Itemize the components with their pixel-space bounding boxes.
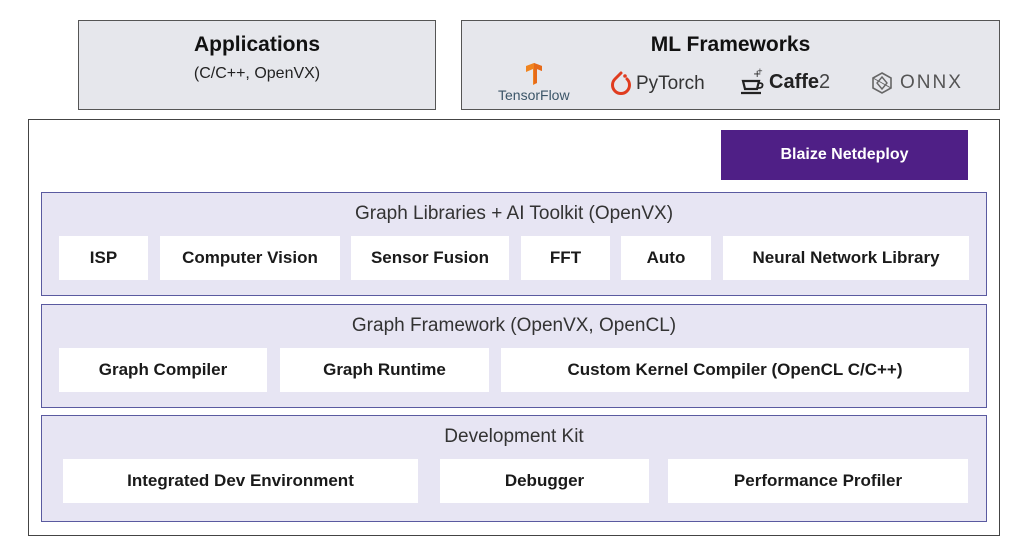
tensorflow-logo: TensorFlow <box>498 63 570 103</box>
graph-framework-layer: Graph Framework (OpenVX, OpenCL) Graph C… <box>41 304 987 408</box>
fft-box: FFT <box>521 236 610 280</box>
graph-libraries-layer: Graph Libraries + AI Toolkit (OpenVX) IS… <box>41 192 987 296</box>
onnx-logo: ONNX <box>870 71 963 95</box>
caffe2-label-bold: Caffe <box>769 70 820 93</box>
graph-framework-title: Graph Framework (OpenVX, OpenCL) <box>351 315 677 336</box>
svg-text:+: + <box>757 67 763 75</box>
onnx-icon <box>872 72 892 94</box>
caffe2-icon: + + <box>741 67 764 95</box>
applications-title: Applications <box>193 33 320 56</box>
caffe2-label-light: 2 <box>819 70 831 93</box>
pytorch-logo: PyTorch <box>608 69 705 99</box>
development-kit-layer: Development Kit Integrated Dev Environme… <box>41 415 987 522</box>
performance-profiler-box: Performance Profiler <box>668 459 968 503</box>
applications-subtitle: (C/C++, OpenVX) <box>193 65 321 82</box>
custom-kernel-compiler-box: Custom Kernel Compiler (OpenCL C/C++) <box>501 348 969 392</box>
ml-frameworks-title: ML Frameworks <box>650 33 811 56</box>
onnx-label: ONNX <box>900 72 963 93</box>
graph-compiler-box: Graph Compiler <box>59 348 267 392</box>
pytorch-label: PyTorch <box>636 73 705 94</box>
svg-text:+: + <box>753 69 761 80</box>
tensorflow-icon <box>525 63 542 85</box>
integrated-dev-environment-box: Integrated Dev Environment <box>63 459 418 503</box>
auto-box: Auto <box>621 236 711 280</box>
sensor-fusion-box: Sensor Fusion <box>351 236 509 280</box>
graph-libraries-title: Graph Libraries + AI Toolkit (OpenVX) <box>354 203 674 224</box>
isp-box: ISP <box>59 236 148 280</box>
computer-vision-box: Computer Vision <box>160 236 340 280</box>
blaize-netdeploy-box: Blaize Netdeploy <box>721 130 968 180</box>
graph-runtime-box: Graph Runtime <box>280 348 489 392</box>
ml-frameworks-box: ML Frameworks TensorFlow PyTorch + <box>461 20 1000 110</box>
tensorflow-label: TensorFlow <box>498 87 570 103</box>
applications-box: Applications (C/C++, OpenVX) <box>78 20 436 110</box>
pytorch-icon <box>611 71 631 95</box>
development-kit-title: Development Kit <box>444 426 584 447</box>
debugger-box: Debugger <box>440 459 649 503</box>
neural-network-library-box: Neural Network Library <box>723 236 969 280</box>
